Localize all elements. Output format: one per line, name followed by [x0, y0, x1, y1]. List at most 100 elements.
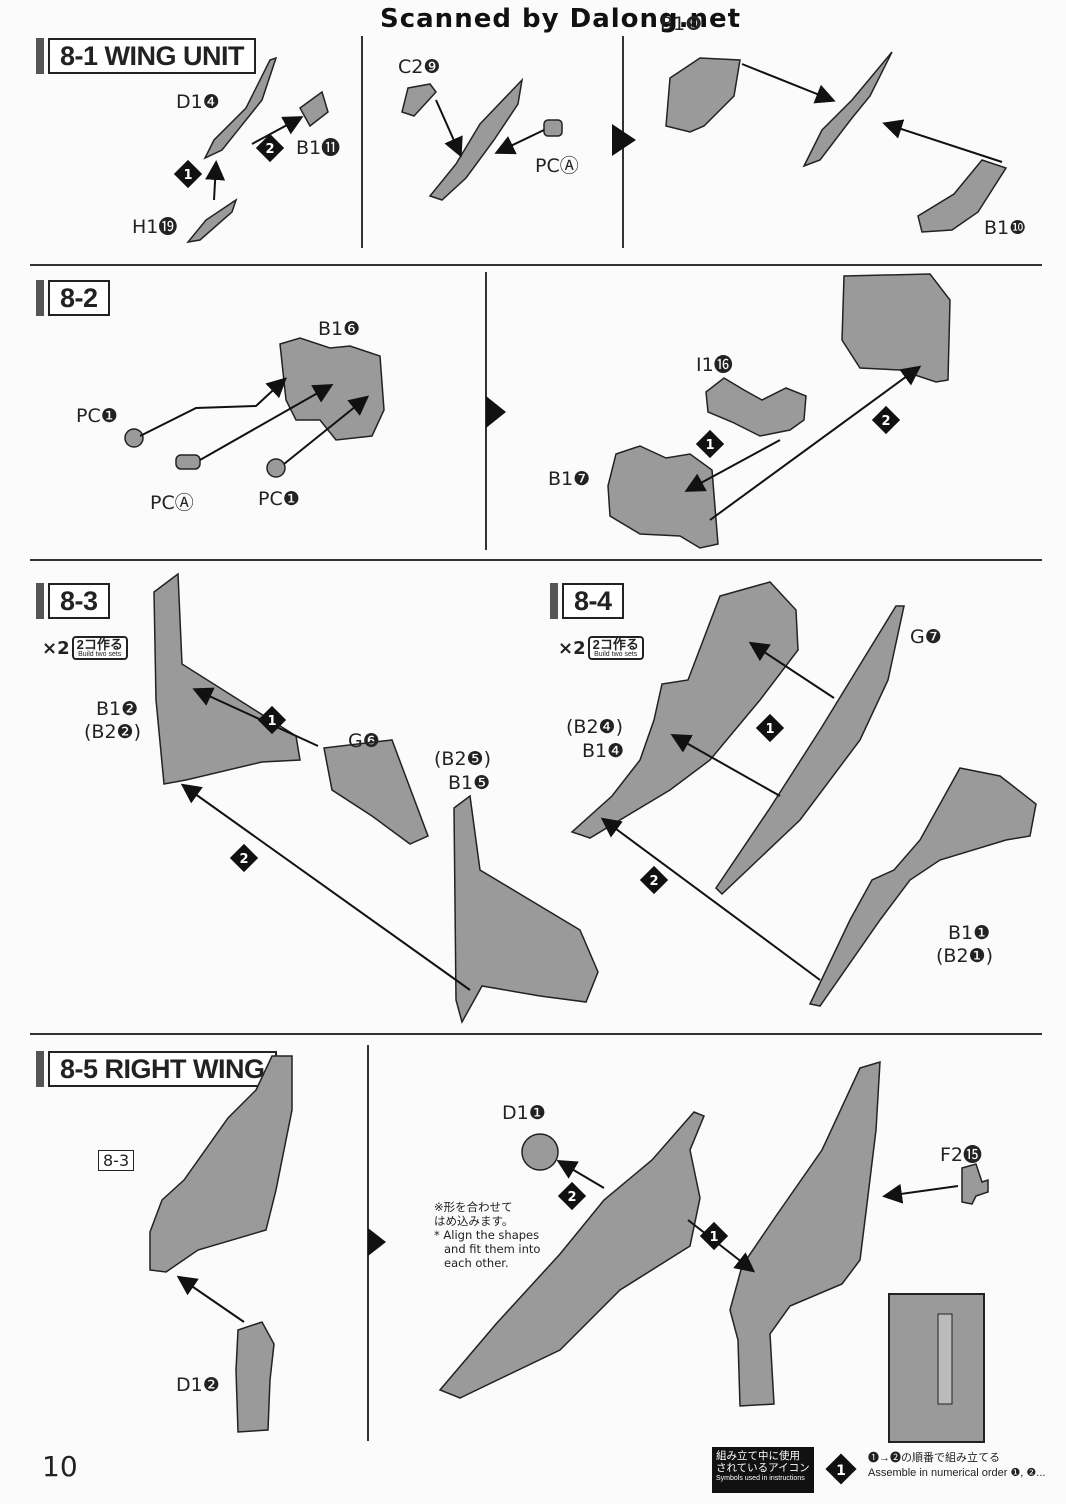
part-label: PCⒶ: [535, 155, 579, 177]
step-title-text: 8-4: [562, 583, 624, 619]
part-label: (B2❷): [84, 721, 141, 743]
part-f2-15: [961, 1163, 989, 1205]
part-b1-7: [607, 445, 719, 549]
part-label: B1❻: [318, 318, 361, 340]
part-wing-unit-mid: [428, 77, 524, 201]
part-b1-10: [917, 159, 1008, 233]
part-label: H1⓳: [132, 216, 178, 238]
part-label: B1❿: [984, 217, 1027, 239]
part-b1-6-big: [841, 273, 951, 383]
part-g6: [323, 739, 429, 845]
part-label: I1⓰: [696, 354, 733, 376]
part-wing-unit-right: [802, 51, 893, 168]
build-two-jp: 2コ作る: [76, 637, 123, 652]
detail-inset: [888, 1293, 985, 1443]
part-b1-4: [570, 581, 799, 839]
part-pc-a-2: [175, 454, 201, 470]
part-pc-1-b: [266, 458, 286, 478]
part-label: B1❶: [948, 922, 991, 944]
part-label: D1❶: [502, 1102, 546, 1124]
page-number: 10: [42, 1450, 78, 1483]
part-large-wing: [438, 1111, 705, 1399]
part-label: B1❼: [548, 468, 591, 490]
step-title-text: 8-5 RIGHT WING: [48, 1051, 277, 1087]
step-8-4-title: 8-4: [550, 583, 624, 619]
part-label: PC❶: [76, 405, 118, 427]
part-label: PCⒶ: [150, 492, 194, 514]
note-jp-2: はめ込みます。: [434, 1214, 514, 1228]
part-label: PC❶: [258, 488, 300, 510]
panel-divider: [30, 559, 1042, 561]
part-label: F2⓯: [940, 1144, 983, 1166]
part-label: B1❷: [96, 698, 139, 720]
svg-text:1: 1: [183, 168, 192, 183]
part-b1-2: [153, 572, 301, 785]
legend-en: Symbols used in instructions: [716, 1475, 805, 1482]
note-en-2: and fit them into: [444, 1242, 541, 1256]
legend-desc-jp: ❶→❷の順番で組み立てる: [868, 1452, 1000, 1464]
part-label: B1⓫: [296, 137, 341, 159]
watermark: Scanned by Dalong.net: [380, 4, 742, 34]
multiplier: ×2: [42, 637, 70, 659]
part-label: B1❺: [448, 772, 491, 794]
part-label: (B2❶): [936, 945, 993, 967]
part-label: G❼: [910, 626, 942, 648]
step-title-text: 8-1 WING UNIT: [48, 38, 257, 74]
step-title-text: 8-3: [48, 583, 110, 619]
svg-text:1: 1: [709, 1230, 718, 1245]
part-b1-5: [453, 794, 599, 1024]
part-label: (B2❺): [434, 748, 491, 770]
legend-description: ❶→❷の順番で組み立てる Assemble in numerical order…: [868, 1451, 1045, 1481]
build-two-en: Build two sets: [78, 651, 122, 658]
note-en-1: * Align the shapes: [434, 1228, 540, 1242]
part-label: G❻: [348, 730, 380, 752]
part-right-wing-8-3: [149, 1055, 293, 1273]
step-8-5-title: 8-5 RIGHT WING: [36, 1051, 277, 1087]
svg-text:1: 1: [705, 438, 714, 453]
step-8-2-title: 8-2: [36, 280, 110, 316]
part-d1-4: [203, 56, 278, 160]
note-jp-1: ※形を合わせて: [434, 1200, 513, 1214]
part-label: C2❾: [398, 56, 441, 78]
part-pc-a: [543, 119, 563, 137]
build-two-jp: 2コ作る: [592, 637, 639, 652]
reference-box: 8-3: [98, 1150, 135, 1171]
legend-jp-1: 組み立て中に使用: [716, 1450, 800, 1462]
part-label: D1❹: [176, 91, 220, 113]
note-en-3: each other.: [444, 1256, 509, 1270]
detail-part: [937, 1313, 953, 1405]
step-8-3-title: 8-3: [36, 583, 110, 619]
part-pc-1: [124, 428, 144, 448]
part-h1-19: [186, 198, 238, 244]
svg-text:1: 1: [836, 1463, 846, 1479]
step-title-text: 8-2: [48, 280, 110, 316]
alignment-note: ※形を合わせて はめ込みます。 * Align the shapes and f…: [434, 1200, 540, 1270]
part-b1-9: [665, 57, 741, 133]
part-label: B1❾: [660, 13, 703, 35]
svg-text:2: 2: [881, 414, 890, 429]
part-label: (B2❹): [566, 716, 623, 738]
legend-desc-en: Assemble in numerical order ❶, ❷...: [868, 1467, 1046, 1479]
part-i1-16: [705, 377, 807, 437]
legend-jp-2: されているアイコン: [716, 1462, 810, 1474]
part-right-wing-assembled: [729, 1060, 881, 1407]
svg-text:1: 1: [267, 714, 276, 729]
svg-text:2: 2: [649, 874, 658, 889]
panel-divider: [30, 1033, 1042, 1035]
part-d1-2: [235, 1321, 275, 1433]
part-c2-9: [401, 83, 437, 117]
part-label: B1❹: [582, 740, 625, 762]
symbol-legend-header: 組み立て中に使用 されているアイコン Symbols used in instr…: [712, 1447, 814, 1493]
part-g7: [715, 605, 905, 896]
sub-divider: [361, 36, 363, 248]
svg-text:2: 2: [265, 142, 274, 157]
step-8-1-title: 8-1 WING UNIT: [36, 38, 257, 74]
build-two-en: Build two sets: [594, 651, 638, 658]
part-d1-1: [521, 1133, 559, 1171]
part-b1-1: [808, 767, 1037, 1007]
svg-text:1: 1: [765, 722, 774, 737]
panel-divider: [30, 264, 1042, 266]
multiplier: ×2: [558, 637, 586, 659]
